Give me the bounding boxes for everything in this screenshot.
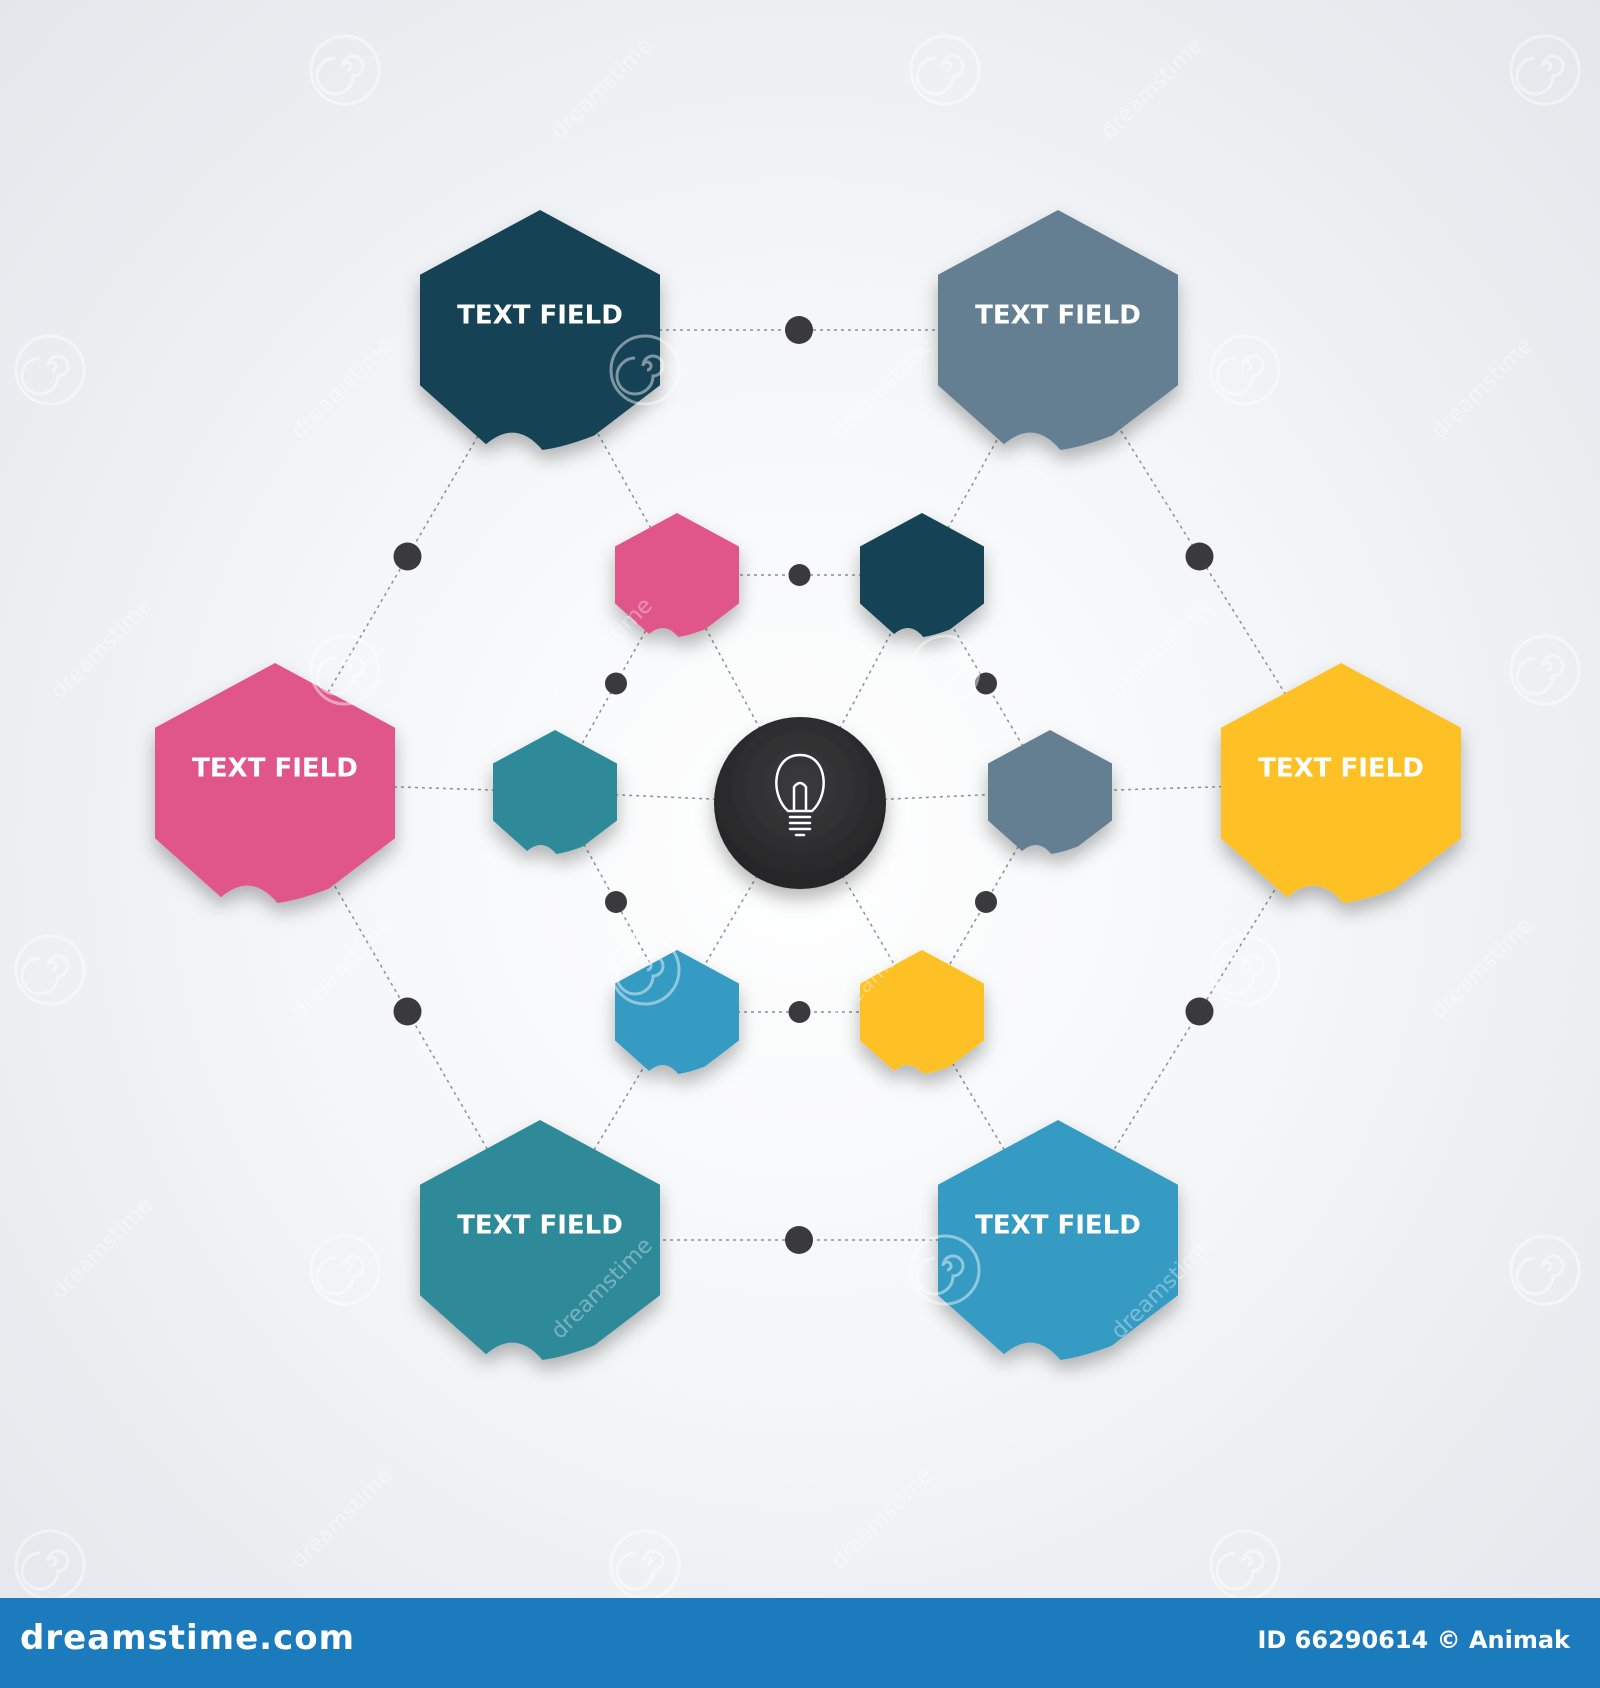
hexagon-shape xyxy=(155,663,395,903)
connector-dot xyxy=(1185,542,1214,571)
watermark-swirl-icon xyxy=(309,34,381,106)
watermark-swirl-icon xyxy=(909,634,981,706)
bottom-left-hexagon[interactable]: TEXT FIELD xyxy=(420,1120,660,1360)
watermark-text: dreamstime xyxy=(1107,593,1218,704)
watermark-text: dreamstime xyxy=(287,913,398,1024)
connector-dot xyxy=(393,542,422,571)
connector-dot xyxy=(1185,997,1214,1026)
hexagon-nodes: TEXT FIELD TEXT FIELD TEXT FIELD TEXT FIELD… xyxy=(155,210,1461,1360)
watermark-swirl-icon xyxy=(909,34,981,106)
connector-line xyxy=(799,802,923,1013)
watermark-text: dreamstime xyxy=(1427,913,1538,1024)
watermark-text: dreamstime xyxy=(547,33,658,144)
connector-dot xyxy=(785,316,813,344)
watermark-swirl-icon xyxy=(1509,34,1581,106)
watermark-swirl-icon xyxy=(14,1529,86,1598)
hexagon-shape xyxy=(988,730,1112,854)
watermark-swirl-icon xyxy=(309,1234,381,1306)
center-node xyxy=(714,717,886,889)
text-field-label: TEXT FIELD xyxy=(1258,754,1424,784)
text-field-label: TEXT FIELD xyxy=(457,301,623,331)
connector-dot xyxy=(605,672,627,695)
hexagon-shape xyxy=(615,950,739,1074)
lightbulb-icon xyxy=(775,753,825,837)
hexagon-shape xyxy=(938,210,1178,450)
text-field-label: TEXT FIELD xyxy=(975,1211,1141,1241)
bottom-right-hexagon[interactable]: TEXT FIELD xyxy=(938,1120,1178,1360)
inner-bottom-left-hexagon[interactable] xyxy=(615,950,739,1074)
inner-left-hexagon[interactable] xyxy=(493,730,617,854)
right-hexagon[interactable]: TEXT FIELD xyxy=(1221,663,1461,903)
watermark-swirl-icon xyxy=(1209,934,1281,1006)
top-left-hexagon[interactable]: TEXT FIELD xyxy=(420,210,660,450)
watermark-swirl-icon xyxy=(1509,1234,1581,1306)
text-field-label: TEXT FIELD xyxy=(192,754,358,784)
watermark-text: dreamstime xyxy=(547,593,658,704)
text-field-label: TEXT FIELD xyxy=(457,1211,623,1241)
inner-top-right-hexagon[interactable] xyxy=(860,513,984,637)
watermark-text: dreamstime xyxy=(287,1463,398,1574)
footer-bar: dreamstime.com ID 66290614 © Animak xyxy=(0,1598,1600,1688)
diagram-canvas: TEXT FIELD TEXT FIELD TEXT FIELD TEXT FIELD… xyxy=(14,33,1581,1598)
hexagon-shape xyxy=(860,513,984,637)
watermark-text: dreamstime xyxy=(47,593,158,704)
hexagon-shape xyxy=(420,1120,660,1360)
top-right-hexagon[interactable]: TEXT FIELD xyxy=(938,210,1178,450)
watermark-swirl-icon xyxy=(309,634,381,706)
hexagon-shape xyxy=(615,513,739,637)
hexagon-shape xyxy=(860,950,984,1074)
connector-dot xyxy=(975,672,997,695)
hexagon-shape xyxy=(938,1120,1178,1360)
text-field-label: TEXT FIELD xyxy=(975,301,1141,331)
hexagon-shape xyxy=(493,730,617,854)
connector-line xyxy=(676,802,801,1013)
watermark-text: dreamstime xyxy=(1097,33,1208,144)
watermark-swirl-icon xyxy=(1209,334,1281,406)
connector-dot xyxy=(788,1001,811,1023)
watermark-swirl-icon xyxy=(14,334,86,406)
watermark-text: dreamstime xyxy=(827,333,938,444)
connector-dot xyxy=(785,1226,813,1254)
watermark-swirl-icon xyxy=(609,334,681,406)
watermark-text: dreamstime xyxy=(287,333,398,444)
hexagon-shape xyxy=(1221,663,1461,903)
watermark-swirl-icon xyxy=(1509,634,1581,706)
footer-brand[interactable]: dreamstime.com xyxy=(20,1618,356,1658)
hexagon-shape xyxy=(420,210,660,450)
watermark-text: dreamstime xyxy=(827,1463,938,1574)
connector-dot xyxy=(975,891,997,913)
left-hexagon[interactable]: TEXT FIELD xyxy=(155,663,395,903)
watermark-swirl-icon xyxy=(609,1529,681,1598)
watermark-text: dreamstime xyxy=(1427,333,1538,444)
watermark-swirl-icon xyxy=(14,934,86,1006)
watermark-swirl-icon xyxy=(1209,1529,1281,1598)
watermark-swirl-icon xyxy=(909,1234,981,1306)
connector-dots xyxy=(393,316,1214,1254)
footer-image-id: ID 66290614 © Animak xyxy=(1257,1626,1570,1654)
connector-dot xyxy=(605,891,627,913)
watermark-swirl-icon xyxy=(609,934,681,1006)
watermark-text: dreamstime xyxy=(47,1193,158,1304)
connector-dot xyxy=(788,564,811,586)
inner-top-left-hexagon[interactable] xyxy=(615,513,739,637)
inner-bottom-right-hexagon[interactable] xyxy=(860,950,984,1074)
flowchart-diagram: TEXT FIELD TEXT FIELD TEXT FIELD TEXT FIELD… xyxy=(14,33,1581,1598)
connector-dot xyxy=(393,997,422,1026)
center-circle xyxy=(714,717,886,889)
inner-right-hexagon[interactable] xyxy=(988,730,1112,854)
